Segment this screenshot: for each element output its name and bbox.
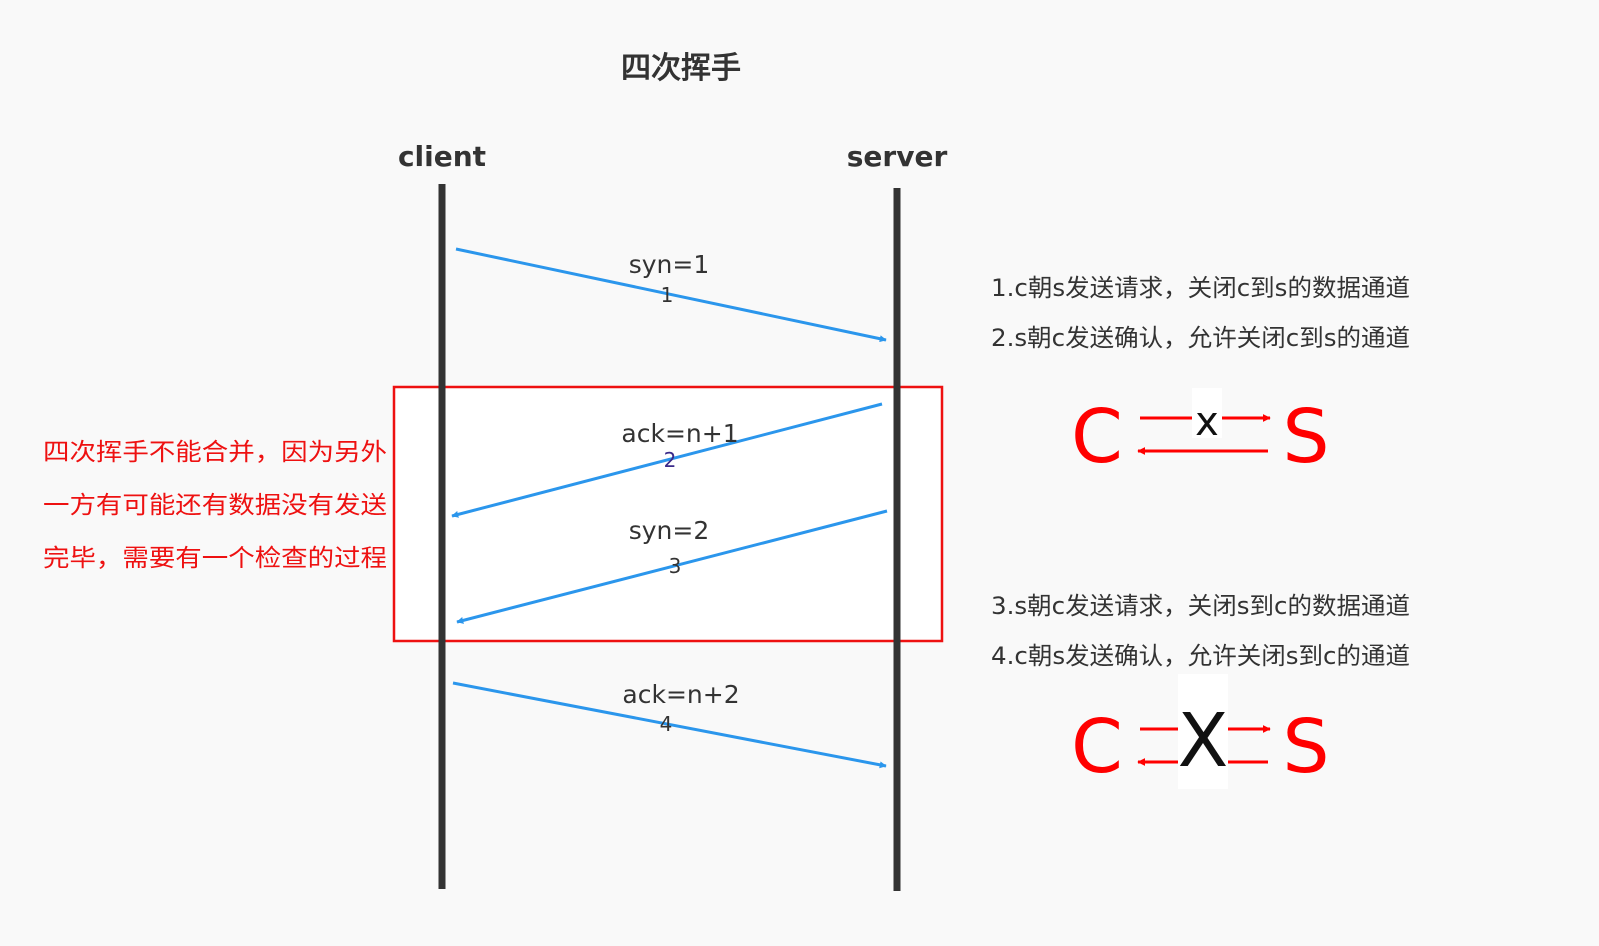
message-label-ack-n2: ack=n+2 <box>622 680 739 709</box>
diagram-title: 四次挥手 <box>621 51 741 86</box>
message-label-syn-2: syn=2 <box>629 516 710 545</box>
channel-bottom-client-letter: C <box>1071 704 1123 790</box>
step-text-1: 1.c朝s发送请求，关闭c到s的数据通道 <box>991 274 1410 302</box>
channel-diagram-top: C S x <box>1071 388 1329 480</box>
channel-top-client-letter: C <box>1071 394 1123 480</box>
message-arrow-syn-2 <box>456 509 888 624</box>
channel-top-server-letter: S <box>1283 394 1330 480</box>
message-arrow-ack-n1 <box>451 402 883 518</box>
step-number-3: 3 <box>669 554 682 578</box>
message-arrow-syn-1 <box>455 247 887 343</box>
step-number-4: 4 <box>660 712 673 736</box>
side-note-line-2: 一方有可能还有数据没有发送 <box>43 491 387 519</box>
message-label-syn-1: syn=1 <box>629 250 710 279</box>
step-text-4: 4.c朝s发送确认，允许关闭s到c的通道 <box>991 642 1410 670</box>
highlight-box <box>392 385 944 643</box>
side-note-line-3: 完毕，需要有一个检查的过程 <box>43 544 387 572</box>
client-label: client <box>398 140 486 173</box>
step-number-1: 1 <box>661 283 674 307</box>
step-text-3: 3.s朝c发送请求，关闭s到c的数据通道 <box>991 592 1410 620</box>
side-note-line-1: 四次挥手不能合并，因为另外 <box>43 438 387 466</box>
channel-top-close-mark: x <box>1195 399 1219 445</box>
step-number-2: 2 <box>664 448 677 472</box>
channel-top-mark-bg <box>1192 388 1222 438</box>
channel-diagram-bottom: C S X <box>1071 674 1329 790</box>
channel-bottom-mark-bg <box>1178 674 1228 789</box>
channel-bottom-server-letter: S <box>1283 704 1330 790</box>
message-arrow-ack-n2 <box>452 681 887 769</box>
server-label: server <box>847 140 948 173</box>
channel-bottom-close-mark: X <box>1178 698 1229 784</box>
step-text-2: 2.s朝c发送确认，允许关闭c到s的通道 <box>991 324 1410 352</box>
message-label-ack-n1: ack=n+1 <box>621 419 738 448</box>
